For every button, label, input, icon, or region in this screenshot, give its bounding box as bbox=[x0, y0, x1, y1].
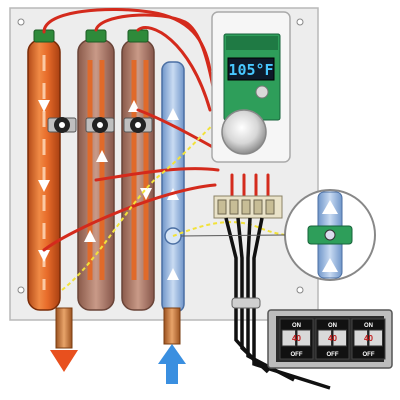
screw-icon bbox=[296, 286, 304, 294]
flow-arrow-up-icon bbox=[167, 268, 179, 280]
inset-callout-line bbox=[180, 234, 286, 237]
flow-arrow-down-icon bbox=[38, 180, 50, 192]
terminal-block bbox=[213, 195, 283, 219]
breaker-on-label: ON bbox=[292, 323, 301, 329]
cutoff-switch-2 bbox=[85, 117, 115, 133]
hot-outlet bbox=[50, 307, 78, 372]
breaker-amps-label: 40 bbox=[328, 334, 337, 343]
cutoff-switch-1 bbox=[47, 117, 77, 133]
heating-chamber-1 bbox=[27, 39, 61, 311]
breaker-on-label: ON bbox=[328, 323, 337, 329]
screw-icon bbox=[17, 286, 25, 294]
flow-arrow-down-icon bbox=[38, 100, 50, 112]
flow-arrow-up-icon bbox=[167, 108, 179, 120]
breaker-on-label: ON bbox=[364, 323, 373, 329]
breaker-off-label: OFF bbox=[291, 352, 303, 358]
flow-arrow-up-icon bbox=[84, 230, 96, 242]
temperature-display bbox=[227, 57, 275, 81]
cutoff-switch-3 bbox=[123, 117, 153, 133]
element-caps bbox=[33, 29, 149, 43]
control-module: 105°F bbox=[211, 11, 291, 163]
screw-icon bbox=[296, 18, 304, 26]
arrow-up-icon bbox=[322, 200, 338, 214]
arrow-up-icon bbox=[158, 344, 186, 364]
cable-clamp bbox=[231, 297, 261, 309]
flow-sensor-inset bbox=[284, 189, 376, 281]
breaker-off-label: OFF bbox=[363, 352, 375, 358]
breaker-toggle[interactable] bbox=[368, 329, 383, 347]
breaker-toggle[interactable] bbox=[353, 329, 368, 347]
arrow-down-icon bbox=[50, 350, 78, 372]
flow-arrow-down-icon bbox=[38, 250, 50, 262]
breaker-off-label: OFF bbox=[327, 352, 339, 358]
cold-inlet bbox=[158, 307, 186, 384]
flow-arrow-up-icon bbox=[96, 150, 108, 162]
screw-icon bbox=[17, 18, 25, 26]
temperature-readout: 105°F bbox=[228, 61, 273, 79]
breaker-toggle[interactable] bbox=[332, 329, 347, 347]
arrow-up-icon bbox=[322, 258, 338, 272]
cold-inlet-column bbox=[161, 61, 185, 313]
breaker-toggle[interactable] bbox=[317, 329, 332, 347]
temperature-knob[interactable] bbox=[221, 109, 267, 155]
dial-icon bbox=[255, 85, 269, 99]
breaker-amps-label: 40 bbox=[364, 334, 373, 343]
breaker-amps-label: 40 bbox=[292, 334, 301, 343]
breaker-toggle[interactable] bbox=[296, 329, 311, 347]
mounting-screws bbox=[17, 18, 304, 294]
breaker-toggle[interactable] bbox=[281, 329, 296, 347]
thermal-cutoffs bbox=[47, 117, 153, 133]
